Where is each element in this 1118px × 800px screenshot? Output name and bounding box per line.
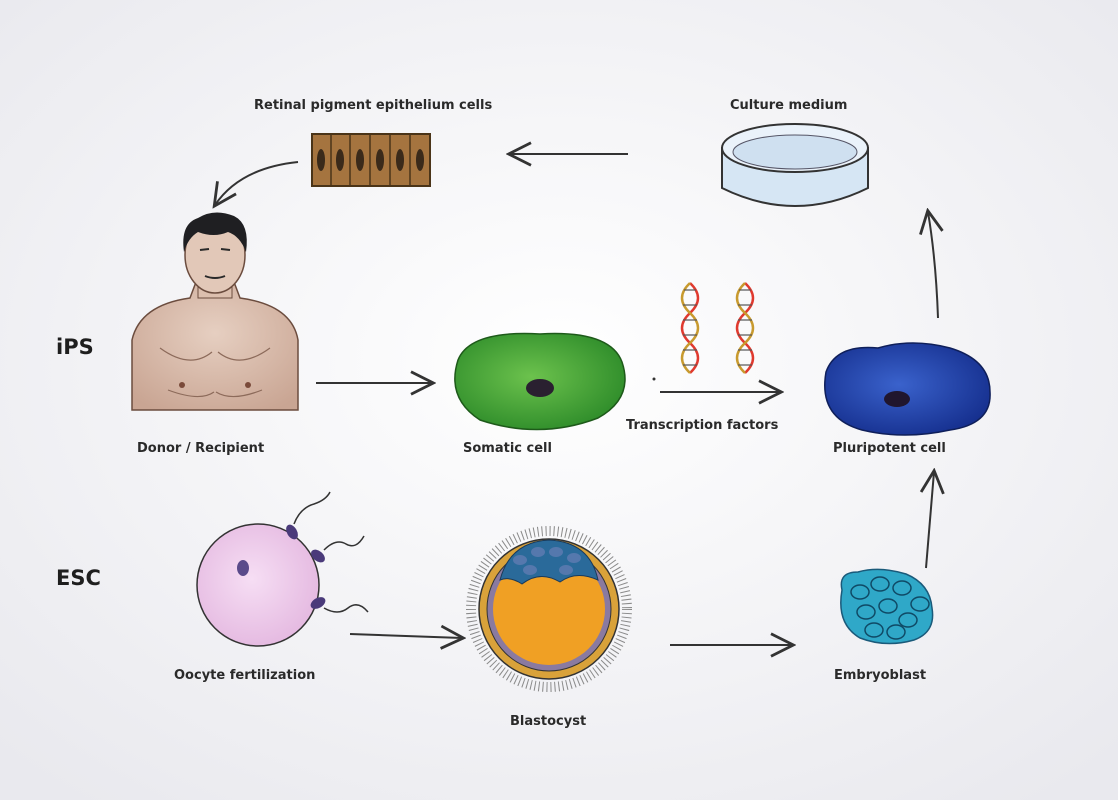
dna-helix-left-icon — [680, 282, 700, 374]
label-oocyte-fertilization: Oocyte fertilization — [174, 668, 316, 683]
row-label-esc: ESC — [56, 566, 101, 590]
arrow-embryoblast-to-pluripotent — [926, 472, 934, 569]
row-label-ips: iPS — [56, 335, 94, 359]
label-culture-medium: Culture medium — [730, 98, 848, 113]
somatic-cell-illustration — [454, 332, 626, 431]
label-blastocyst: Blastocyst — [510, 714, 587, 729]
arrow-retinal-to-donor — [215, 161, 299, 205]
oocyte-illustration — [196, 491, 369, 647]
donor-person-illustration — [131, 212, 299, 411]
embryoblast-illustration — [840, 568, 934, 645]
label-retinal-cells: Retinal pigment epithelium cells — [254, 98, 493, 113]
label-somatic-cell: Somatic cell — [463, 441, 552, 456]
label-donor-recipient: Donor / Recipient — [137, 441, 265, 456]
blastocyst-illustration — [466, 526, 632, 692]
dot-mark — [652, 377, 656, 381]
label-embryoblast: Embryoblast — [834, 668, 927, 683]
arrow-oocyte-to-blastocyst — [349, 634, 462, 638]
arrow-pluripotent-to-culture — [928, 212, 938, 319]
flow-arrows — [215, 154, 938, 645]
pluripotent-cell-illustration — [824, 342, 991, 436]
culture-dish-illustration — [721, 123, 869, 207]
label-pluripotent-cell: Pluripotent cell — [833, 441, 946, 456]
label-transcription-factors: Transcription factors — [626, 418, 779, 433]
retinal-cells-illustration — [311, 133, 431, 187]
dna-helix-right-icon — [735, 282, 755, 374]
dna-helix-icons — [680, 282, 755, 374]
